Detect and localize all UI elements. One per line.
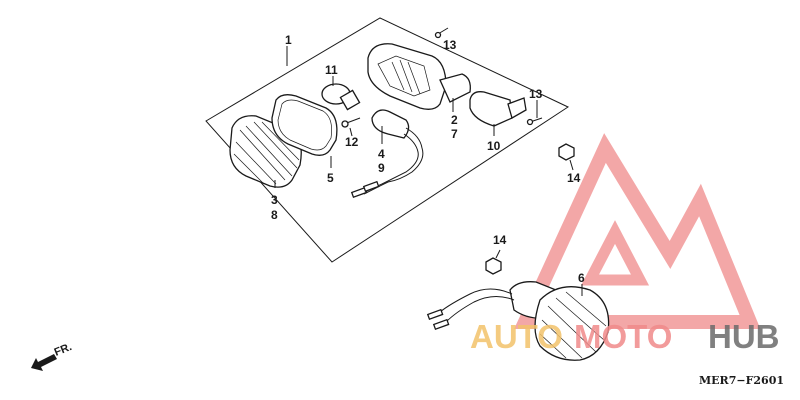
socket-part: [350, 109, 424, 199]
callout-2: 2: [451, 113, 458, 127]
front-direction-arrow: FR.: [31, 341, 74, 371]
drawing-code: MER7−F2601: [699, 374, 784, 387]
callout-6: 6: [578, 271, 585, 285]
assembly-outline: [205, 17, 570, 263]
nut-14-top: [558, 143, 575, 161]
screw-13-right: [526, 117, 543, 126]
callout-7: 7: [451, 127, 458, 141]
nut-14-lower: [485, 257, 502, 275]
callout-4: 4: [378, 147, 385, 161]
callout-14-top: 14: [567, 171, 581, 185]
leader-lines: [274, 40, 583, 296]
direction-label: FR.: [53, 341, 74, 359]
callout-14-lower: 14: [493, 233, 507, 247]
screw-13-top: [434, 27, 449, 39]
watermark-logo: [514, 133, 761, 329]
housing-part: [367, 43, 471, 110]
watermark-inner-triangle: [580, 220, 650, 286]
screw-12: [341, 117, 361, 128]
callout-9: 9: [378, 161, 385, 175]
callout-5: 5: [327, 171, 334, 185]
callout-13-top: 13: [443, 38, 457, 52]
callout-12: 12: [345, 135, 359, 149]
callout-13-right: 13: [529, 87, 543, 101]
callout-10: 10: [487, 139, 501, 153]
watermark-text-auto: AUTO: [470, 318, 563, 355]
watermark-text-moto: MOTO: [574, 318, 672, 355]
watermark-wordmark: AUTO MOTO HUB: [470, 318, 780, 355]
winker-assembly: [426, 281, 610, 361]
watermark-text-hub: HUB: [708, 318, 780, 355]
bulb-part: [321, 83, 361, 111]
callout-1: 1: [285, 33, 292, 47]
callout-8: 8: [271, 208, 278, 222]
cap-part: [469, 91, 527, 127]
callout-11: 11: [325, 63, 338, 77]
watermark-triangle: [514, 133, 761, 329]
callout-3: 3: [271, 193, 278, 207]
